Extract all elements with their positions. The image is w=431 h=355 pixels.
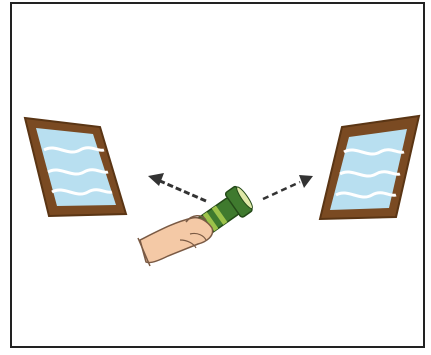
- arrow-left-icon: [148, 173, 206, 201]
- hand-icon: [138, 216, 213, 266]
- arrow-right-icon: [263, 175, 313, 199]
- right-mirror-icon: [320, 116, 419, 219]
- left-mirror-icon: [25, 118, 126, 216]
